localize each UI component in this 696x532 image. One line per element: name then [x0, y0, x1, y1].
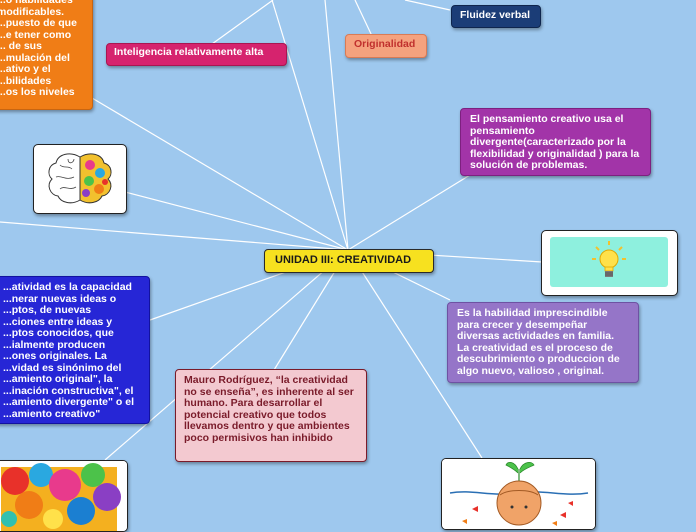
topic-node-inteligencia[interactable]: Inteligencia relativamente alta	[106, 43, 287, 66]
topic-node-habilidad[interactable]: Es la habilidad imprescindible para crec…	[447, 302, 639, 383]
topic-node-mauro[interactable]: Mauro Rodríguez, “la creatividad no se e…	[175, 369, 367, 462]
central-topic[interactable]: UNIDAD III: CREATIVIDAD	[264, 249, 434, 273]
paint-image-node[interactable]	[0, 460, 128, 532]
lightbulb-icon	[542, 231, 677, 295]
head-plant-icon	[442, 459, 595, 529]
head-image-node[interactable]	[441, 458, 596, 530]
topic-node-fluidez[interactable]: Fluidez verbal	[451, 5, 541, 28]
paint-splash-icon	[0, 461, 127, 531]
topic-node-definicion[interactable]: ...atividad es la capacidad ...nerar nue…	[0, 276, 150, 424]
topic-node-orange[interactable]: ...o habilidades modificables. ...puesto…	[0, 0, 93, 110]
brain-icon	[34, 145, 126, 213]
topic-node-originalidad[interactable]: Originalidad	[345, 34, 427, 58]
bulb-image-node[interactable]	[541, 230, 678, 296]
topic-node-pensamiento[interactable]: El pensamiento creativo usa el pensamien…	[460, 108, 651, 176]
brain-image-node[interactable]	[33, 144, 127, 214]
